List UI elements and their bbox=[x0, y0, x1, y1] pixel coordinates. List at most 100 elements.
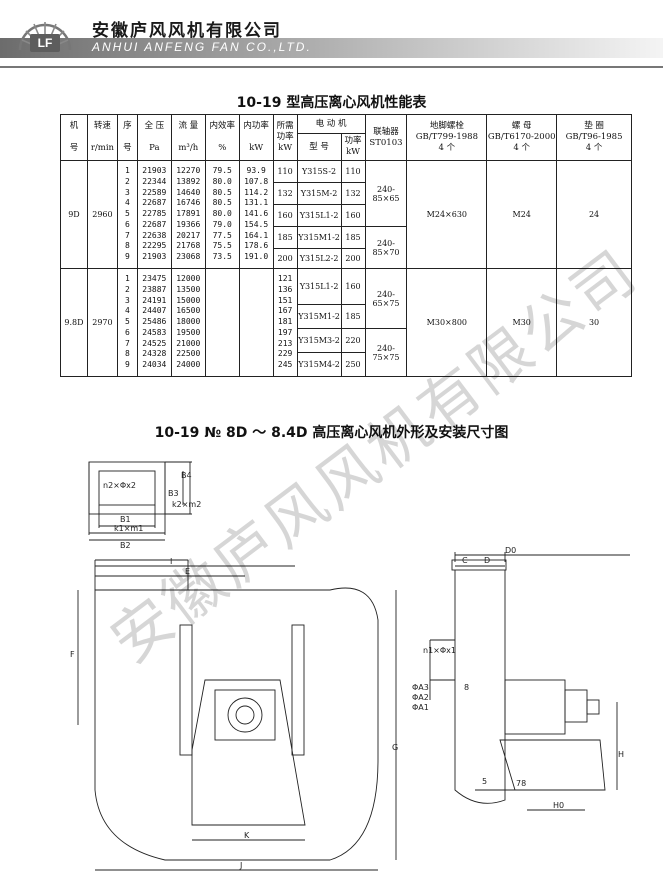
cell-coupler: 240- 65×75 bbox=[364, 268, 408, 329]
dim-five: 5 bbox=[482, 777, 487, 786]
dim-i: I bbox=[170, 557, 172, 566]
list-value: 6 bbox=[124, 219, 130, 229]
list-value: 24000 bbox=[176, 360, 201, 370]
cell-motor-kw: 185 bbox=[340, 226, 366, 249]
dim-b4: B4 bbox=[181, 471, 192, 480]
dim-a3: ΦA3 bbox=[412, 683, 429, 692]
list-value: 164.1 bbox=[244, 230, 269, 240]
cell-motor-kw: 132 bbox=[340, 182, 366, 205]
cell-motor-kw: 110 bbox=[340, 160, 366, 183]
list-value: 80.0 bbox=[212, 209, 232, 219]
cell-washer: 24 bbox=[556, 160, 632, 269]
list-value: 13892 bbox=[176, 176, 201, 186]
list-value: 22344 bbox=[142, 176, 167, 186]
list-value: 12000 bbox=[176, 273, 201, 283]
list-value: 7 bbox=[124, 338, 130, 348]
list-value: 22589 bbox=[142, 187, 167, 197]
dim-d: D bbox=[484, 556, 490, 565]
cell-nut: M30 bbox=[486, 268, 558, 377]
cell-washer: 30 bbox=[556, 268, 632, 377]
table-row-9d-4: 185 Y315M1-2 185 240- 85×70 bbox=[61, 226, 632, 269]
header-band bbox=[0, 38, 663, 58]
list-value: 151 bbox=[277, 295, 293, 305]
list-value: 19366 bbox=[176, 219, 201, 229]
list-value: 191.0 bbox=[244, 252, 269, 262]
dim-f: F bbox=[70, 650, 75, 659]
dim-g: G bbox=[392, 743, 398, 752]
cell-motor-kw: 160 bbox=[340, 268, 366, 305]
table-row-9d-5: 200 Y315L2-2 200 bbox=[61, 248, 632, 269]
list-value: 9 bbox=[124, 252, 130, 262]
cell-eff-empty bbox=[204, 268, 240, 377]
list-value: 16500 bbox=[176, 306, 201, 316]
list-value: 24034 bbox=[142, 360, 167, 370]
company-logo-icon: LF bbox=[18, 22, 72, 52]
header-motor-model: 型 号 bbox=[296, 133, 342, 161]
list-value: 79.0 bbox=[212, 219, 232, 229]
motor-coupling bbox=[564, 689, 588, 723]
cell-speed: 2960 bbox=[86, 160, 118, 269]
cell-req: 132 bbox=[272, 182, 298, 205]
pedestal bbox=[191, 679, 306, 826]
list-value: 23068 bbox=[176, 252, 201, 262]
table-title: 10-19 型高压离心风机性能表 bbox=[236, 95, 427, 111]
table-row-98d-2: Y315M1-2 185 bbox=[61, 304, 632, 329]
list-value: 20217 bbox=[176, 230, 201, 240]
dim-eight: 8 bbox=[464, 683, 469, 692]
list-value: 1 bbox=[124, 165, 130, 175]
list-value: 245 bbox=[277, 360, 293, 370]
list-value: 16746 bbox=[176, 198, 201, 208]
cell-motor-kw: 250 bbox=[340, 352, 366, 377]
dim-k2m2: k2×m2 bbox=[172, 500, 201, 509]
dim-k1m1: k1×m1 bbox=[114, 524, 143, 533]
list-value: 24525 bbox=[142, 338, 167, 348]
cell-motor-model: Y315L1-2 bbox=[296, 268, 342, 305]
list-value: 6 bbox=[124, 327, 130, 337]
dim-e: E bbox=[185, 567, 190, 576]
list-value: 154.5 bbox=[244, 219, 269, 229]
cell-motor-model: Y315M4-2 bbox=[296, 352, 342, 377]
fan-installation-drawing: n2×Φx2 B3 k2×m2 B4 B1 k1×m1 B2 I E F G K… bbox=[70, 461, 630, 871]
cell-coupler: 240- 75×75 bbox=[364, 328, 408, 377]
header-seq: 序号 bbox=[116, 114, 138, 161]
list-value: 79.5 bbox=[212, 165, 232, 175]
list-value: 167 bbox=[277, 306, 293, 316]
dim-h0: H0 bbox=[553, 801, 564, 810]
list-value: 9 bbox=[124, 360, 130, 370]
side-base bbox=[499, 739, 606, 791]
cell-coupler: 240- 85×70 bbox=[364, 226, 408, 269]
cell-motor-model: Y315M1-2 bbox=[296, 304, 342, 329]
cell-motor-kw: 220 bbox=[340, 328, 366, 353]
list-value: 4 bbox=[124, 198, 130, 208]
list-value: 121 bbox=[277, 273, 293, 283]
cell-req: 110 bbox=[272, 160, 298, 183]
list-value: 131.1 bbox=[244, 198, 269, 208]
header-motor: 电 动 机 bbox=[296, 114, 366, 134]
list-value: 22785 bbox=[142, 209, 167, 219]
list-value: 5 bbox=[124, 209, 130, 219]
list-value: 75.5 bbox=[212, 241, 232, 251]
table-row-9d-2: 132 Y315M-2 132 bbox=[61, 182, 632, 205]
support-left bbox=[179, 624, 193, 756]
cell-motor-model: Y315S-2 bbox=[296, 160, 342, 183]
list-value: 17891 bbox=[176, 209, 201, 219]
dim-a2: ΦA2 bbox=[412, 693, 429, 702]
list-value: 1 bbox=[124, 273, 130, 283]
cell-power-empty bbox=[238, 268, 274, 377]
list-value: 93.9 bbox=[246, 165, 266, 175]
list-value: 18000 bbox=[176, 317, 201, 327]
company-name-en: ANHUI ANFENG FAN CO.,LTD. bbox=[92, 40, 312, 54]
